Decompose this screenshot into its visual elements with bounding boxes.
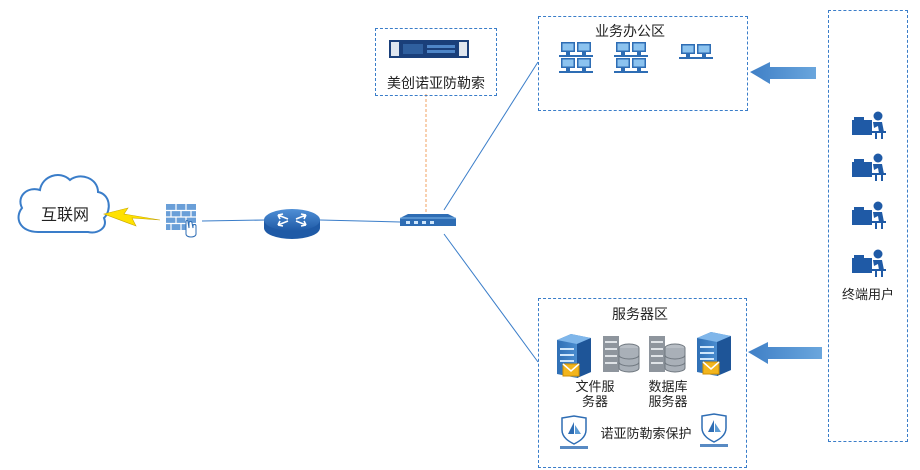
router-icon: [264, 209, 320, 239]
switch-icon: [400, 214, 456, 226]
db-server-label-line-2: 服务器: [648, 395, 688, 410]
link-switch-office: [443, 61, 539, 211]
appliance-label: 美创诺亚防勒索: [387, 76, 485, 92]
terminal-user-label: 终端用户: [841, 288, 894, 303]
server-zone: [538, 298, 747, 468]
arrow-left-icon: [750, 62, 816, 84]
link-router-switch: [319, 219, 401, 223]
file-server-label: 文件服 务器: [565, 380, 625, 410]
db-server-label: 数据库 服务器: [638, 380, 698, 410]
appliance-icon: [389, 40, 469, 58]
cloud-icon: [17, 174, 110, 234]
firewall-icon: [166, 204, 197, 238]
terminal-user-zone: [828, 10, 908, 442]
lightning-icon: [102, 207, 161, 227]
internet-cloud: [17, 174, 110, 234]
link-switch-servers: [443, 233, 539, 363]
arrow-left-icon: [748, 342, 822, 364]
office-zone: [538, 16, 748, 111]
file-server-label-line-2: 务器: [581, 395, 608, 410]
connection-lines: [201, 61, 539, 363]
appliance-zone: [375, 28, 497, 96]
link-firewall-router: [201, 219, 267, 222]
protection-label: 诺亚防勒索保护: [600, 427, 692, 442]
office-zone-title: 业务办公区: [595, 24, 665, 40]
file-server-label-line-1: 文件服: [575, 380, 615, 395]
internet-label: 互联网: [40, 205, 89, 224]
db-server-label-line-1: 数据库: [648, 380, 688, 395]
server-zone-title: 服务器区: [612, 307, 668, 323]
